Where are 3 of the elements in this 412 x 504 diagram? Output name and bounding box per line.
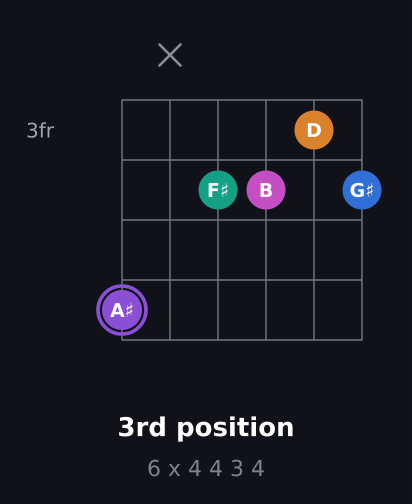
fingering-caption: 6 x 4 4 3 4: [148, 460, 264, 476]
fret-label: 3fr: [28, 122, 54, 138]
chord-title: 3rd position: [119, 416, 293, 442]
